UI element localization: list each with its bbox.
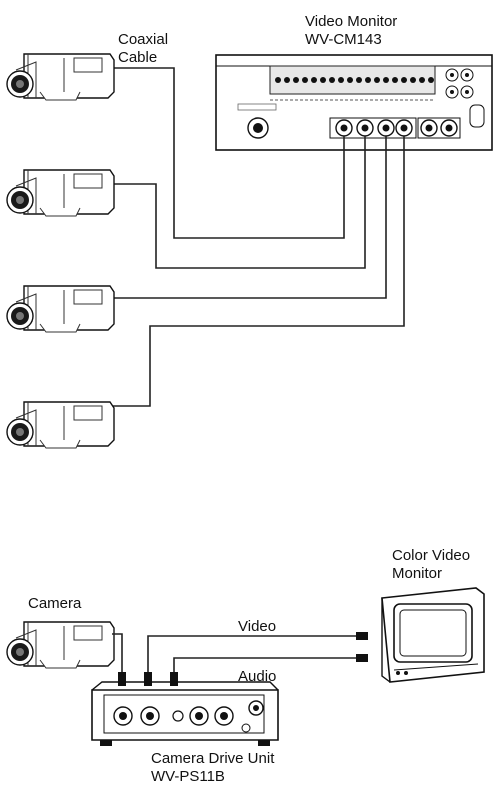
camera-drive-unit-icon [91,681,279,746]
video-monitor-icon [215,54,493,151]
coax-cable-4 [112,136,405,407]
video-monitor-label: Video Monitor [305,13,397,30]
crt-monitor-icon [381,587,485,683]
camera-cable [112,633,123,672]
coax-cable-3 [112,136,387,299]
coax-cable-2 [112,136,366,269]
camera-label: Camera [28,595,82,612]
audio-plug-monitor [356,654,368,662]
coaxial-cable-label: Coaxial [118,31,168,48]
video-plug-unit [144,672,152,686]
video-monitor-model: WV-CM143 [305,31,382,48]
audio-cable [173,657,358,672]
color-monitor-label-line2: Monitor [392,565,442,582]
camera-plug [118,672,126,686]
audio-plug-unit [170,672,178,686]
drive-unit-label: Camera Drive Unit [151,750,275,767]
video-cable [147,635,358,672]
color-monitor-label: Color Video [392,547,470,564]
camera-icon-2 [6,169,115,217]
coaxial-cable-label-line2: Cable [118,49,157,66]
drive-unit-model: WV-PS11B [151,768,225,785]
camera-icon [6,621,115,669]
audio-label: Audio [238,668,276,685]
video-label: Video [238,618,276,635]
camera-icon-4 [6,401,115,449]
coax-cable-1 [112,67,345,239]
camera-icon-3 [6,285,115,333]
video-plug-monitor [356,632,368,640]
camera-icon-1 [6,53,115,101]
